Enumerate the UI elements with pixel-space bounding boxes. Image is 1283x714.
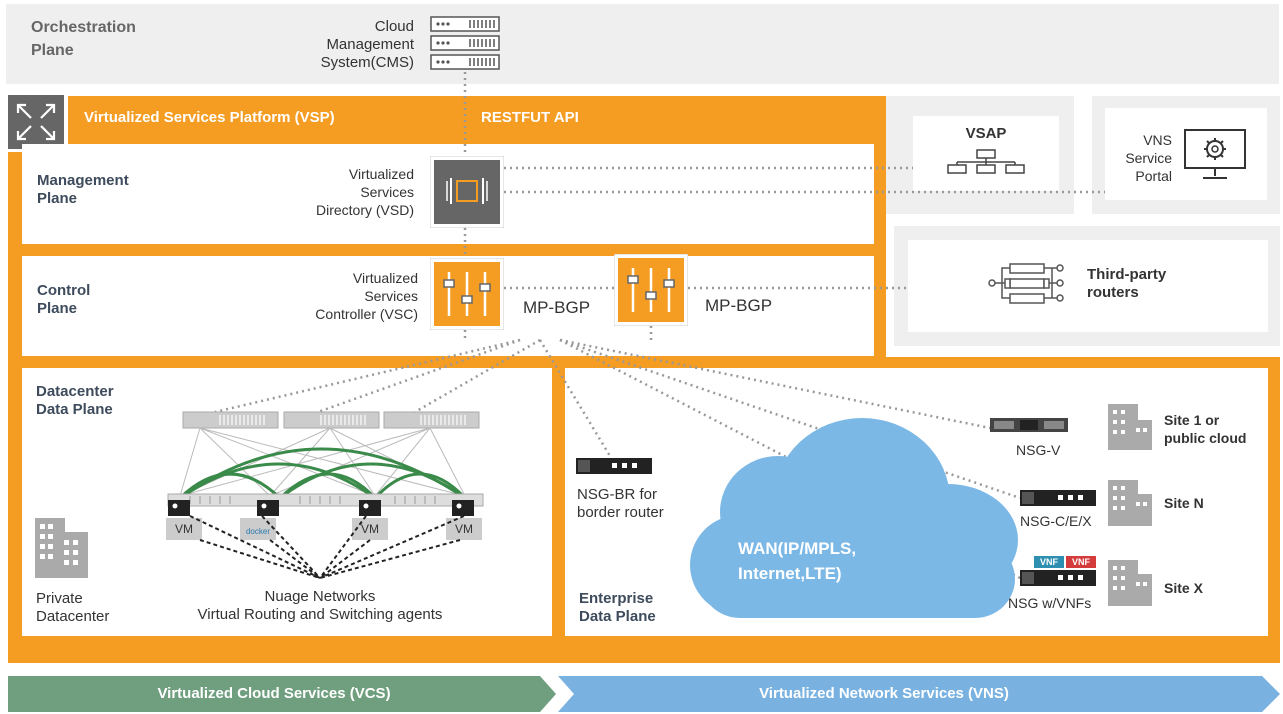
- siten-label: Site N: [1164, 495, 1204, 511]
- third-party-label: Third-party routers: [1087, 266, 1167, 301]
- private-datacenter-label: Private Datacenter: [36, 590, 110, 625]
- datacenter-label: Datacenter Data Plane: [36, 383, 114, 418]
- vm-label-1: VM: [175, 522, 193, 536]
- vnf-tag-2: VNF: [1072, 557, 1090, 567]
- footer-banners: [8, 676, 1280, 712]
- vsd-icon: [430, 156, 504, 228]
- vm-label-3: VM: [361, 522, 379, 536]
- vsc-controller-icon-2: [614, 254, 688, 326]
- vsc-label: Virtualized Services Controller (VSC): [315, 270, 418, 322]
- restful-api-label: RESTFUT API: [481, 109, 579, 126]
- enterprise-label: Enterprise Data Plane: [579, 590, 656, 625]
- orchestration-label: Orchestration Plane: [31, 19, 136, 59]
- nsg-v-device: [990, 418, 1068, 432]
- nsg-v-label: NSG-V: [1016, 442, 1061, 458]
- site1-label: Site 1 or public cloud: [1164, 412, 1247, 446]
- cms-label: Cloud Management System(CMS): [320, 18, 414, 71]
- nsg-br-label: NSG-BR for border router: [577, 486, 664, 521]
- wan-cloud: [690, 418, 1018, 618]
- vsd-label: Virtualized Services Directory (VSD): [315, 166, 414, 218]
- management-label: Management Plane: [37, 172, 129, 207]
- nsg-br-device: [576, 458, 652, 474]
- cms-server-icon: [430, 16, 500, 70]
- sitex-label: Site X: [1164, 580, 1203, 596]
- vsp-title: Virtualized Services Platform (VSP): [84, 109, 335, 126]
- expand-arrows-icon: [8, 95, 64, 149]
- vcs-banner-label: Virtualized Cloud Services (VCS): [157, 685, 391, 702]
- monitor-gear-icon: [1184, 129, 1246, 179]
- nsg-vnf-label: NSG w/VNFs: [1008, 595, 1092, 611]
- hierarchy-icon: [947, 149, 1025, 174]
- vrs-agents-label: Nuage Networks Virtual Routing and Switc…: [197, 588, 443, 623]
- control-label: Control Plane: [37, 282, 91, 317]
- mpbgp-label-2: MP-BGP: [705, 296, 773, 315]
- nsg-vnf-device: [1020, 556, 1096, 586]
- orchestration-plane: [6, 4, 1279, 84]
- third-party-panel: [908, 240, 1268, 332]
- mpbgp-label-1: MP-BGP: [523, 298, 591, 317]
- wan-label: WAN(IP/MPLS, Internet,LTE): [738, 539, 857, 583]
- nsg-c-device: [1020, 490, 1096, 506]
- vns-portal-label: VNS Service Portal: [1125, 132, 1172, 184]
- nsg-c-label: NSG-C/E/X: [1020, 513, 1092, 529]
- vnf-tag-1: VNF: [1040, 557, 1058, 567]
- spine-switches: [182, 411, 480, 429]
- vm-label-4: VM: [455, 522, 473, 536]
- vsc-controller-icon-1: [430, 258, 504, 330]
- vns-banner-label: Virtualized Network Services (VNS): [759, 685, 1009, 702]
- router-chain-icon: [988, 263, 1064, 304]
- docker-label: docker: [245, 527, 270, 536]
- vsap-label: VSAP: [965, 125, 1007, 142]
